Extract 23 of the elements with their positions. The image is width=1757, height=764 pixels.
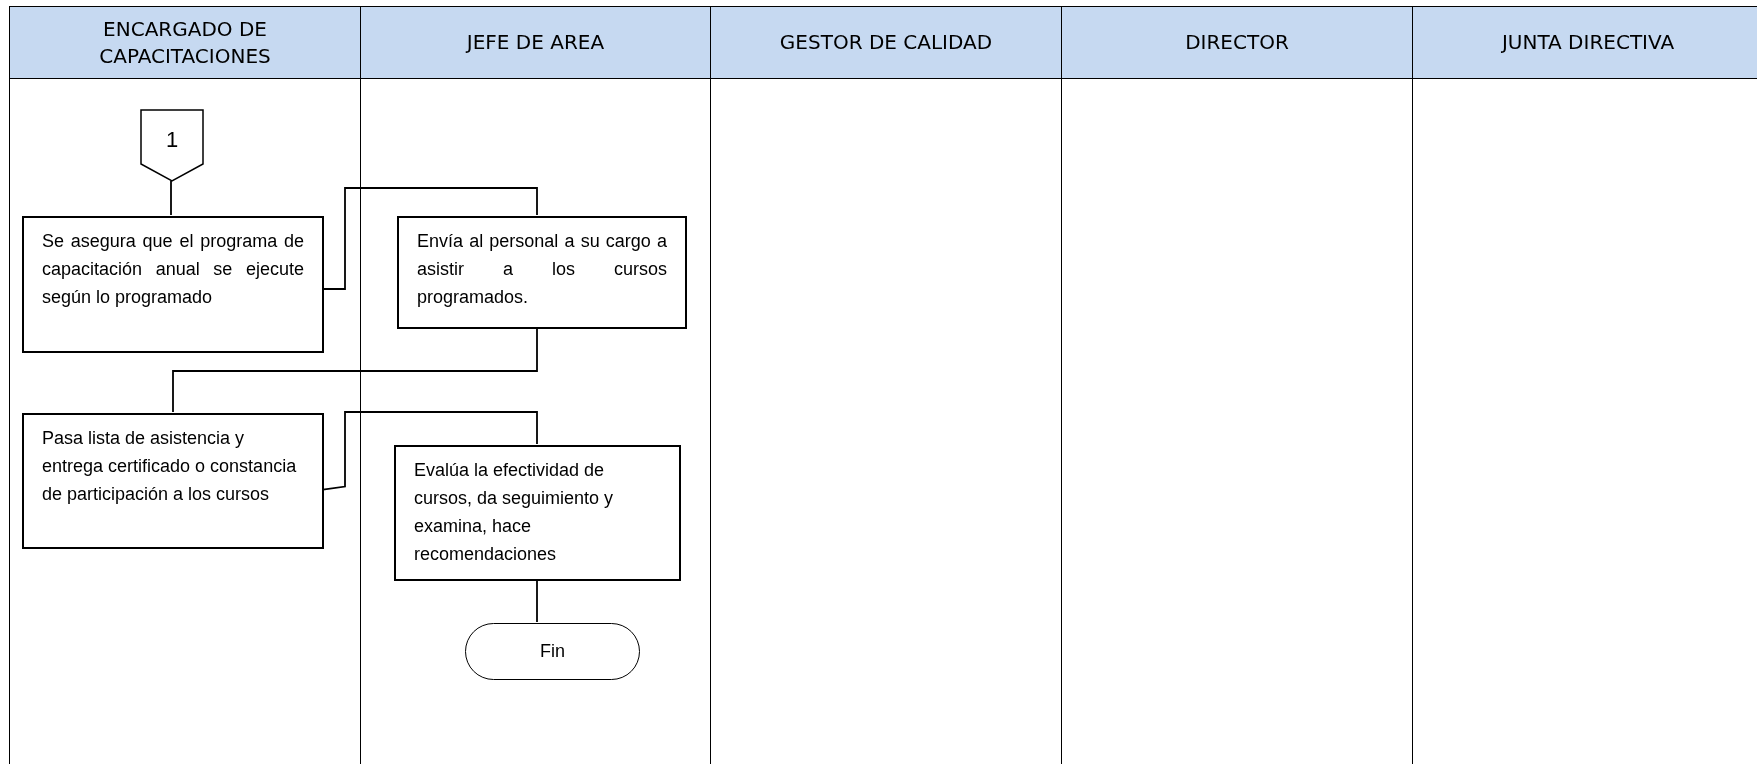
step-text: Fin (540, 641, 565, 662)
connector-line (322, 411, 538, 491)
step-text: Pasa lista de asistencia y entrega certificado o constancia de participación a los cursos (42, 427, 298, 506)
connector-line (536, 579, 538, 623)
swimlane (9, 6, 361, 764)
process-box (22, 413, 324, 549)
lane-title: JUNTA DIRECTIVA (1413, 7, 1757, 79)
connector-line (170, 180, 172, 216)
process-box (394, 445, 681, 581)
lane-title: GESTOR DE CALIDAD (711, 7, 1061, 79)
connector-line (172, 327, 538, 413)
step-text: Se asegura que el programa de capacitación anual se ejecute según lo programado (42, 230, 304, 309)
off-page-connector (140, 109, 204, 182)
lane-title: JEFE DE AREA (361, 7, 710, 79)
step-text: Evalúa la efectividad de cursos, da seguimiento y examina, hace recomendaciones (414, 459, 615, 566)
step-text: Envía al personal a su cargo a asistir a los cursos programados. (417, 230, 667, 309)
process-box (397, 216, 687, 329)
step-text: 1 (164, 127, 180, 153)
connector-line (322, 187, 538, 290)
process-box (22, 216, 324, 353)
terminator-shape (465, 623, 640, 680)
lane-title: ENCARGADO DE CAPACITACIONES (10, 7, 360, 79)
lane-title: DIRECTOR (1062, 7, 1412, 79)
